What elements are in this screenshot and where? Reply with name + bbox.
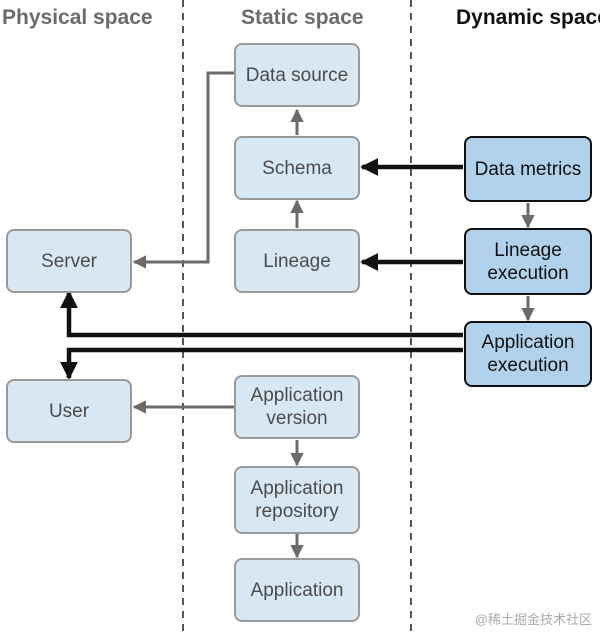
node-lineage: Lineage — [234, 229, 360, 293]
node-application-execution-line-1: Application — [481, 332, 575, 353]
node-lineage-label: Lineage — [263, 250, 331, 272]
node-schema-label: Schema — [262, 157, 332, 179]
node-server-label: Server — [41, 250, 97, 272]
column-heading-physical-space: Physical space — [2, 6, 153, 29]
node-application-execution: Application execution — [464, 321, 592, 387]
node-data-source-label: Data source — [245, 64, 349, 86]
node-application-repository-line-2: repository — [255, 501, 339, 522]
node-lineage-execution-line-1: Lineage — [494, 239, 562, 261]
node-user-label: User — [48, 400, 90, 422]
node-data-source: Data source — [234, 43, 360, 107]
arrow-application-execution-to-server — [60, 290, 463, 338]
node-user: User — [6, 379, 132, 443]
column-heading-static-space: Static space — [241, 6, 364, 29]
node-application: Application — [234, 558, 360, 622]
arrow-application-execution-to-user — [60, 347, 463, 380]
column-heading-dynamic-space: Dynamic space — [456, 6, 600, 29]
arrow-data-source-to-server — [132, 71, 234, 269]
node-application-version-line-1: Application — [250, 385, 344, 406]
node-lineage-execution: Lineage execution — [464, 228, 592, 295]
node-lineage-execution-line-2: execution — [487, 262, 569, 284]
node-data-metrics: Data metrics — [464, 136, 592, 202]
node-server: Server — [6, 229, 132, 293]
node-application-version: Application version — [234, 375, 360, 439]
node-application-version-line-2: version — [266, 408, 328, 429]
node-application-label: Application — [250, 579, 344, 601]
watermark: @稀土掘金技术社区 — [474, 612, 592, 627]
node-schema: Schema — [234, 136, 360, 200]
node-data-metrics-label: Data metrics — [474, 158, 582, 180]
node-application-repository: Application repository — [234, 466, 360, 534]
node-application-execution-line-2: execution — [487, 355, 569, 376]
node-application-repository-line-1: Application — [250, 478, 344, 499]
